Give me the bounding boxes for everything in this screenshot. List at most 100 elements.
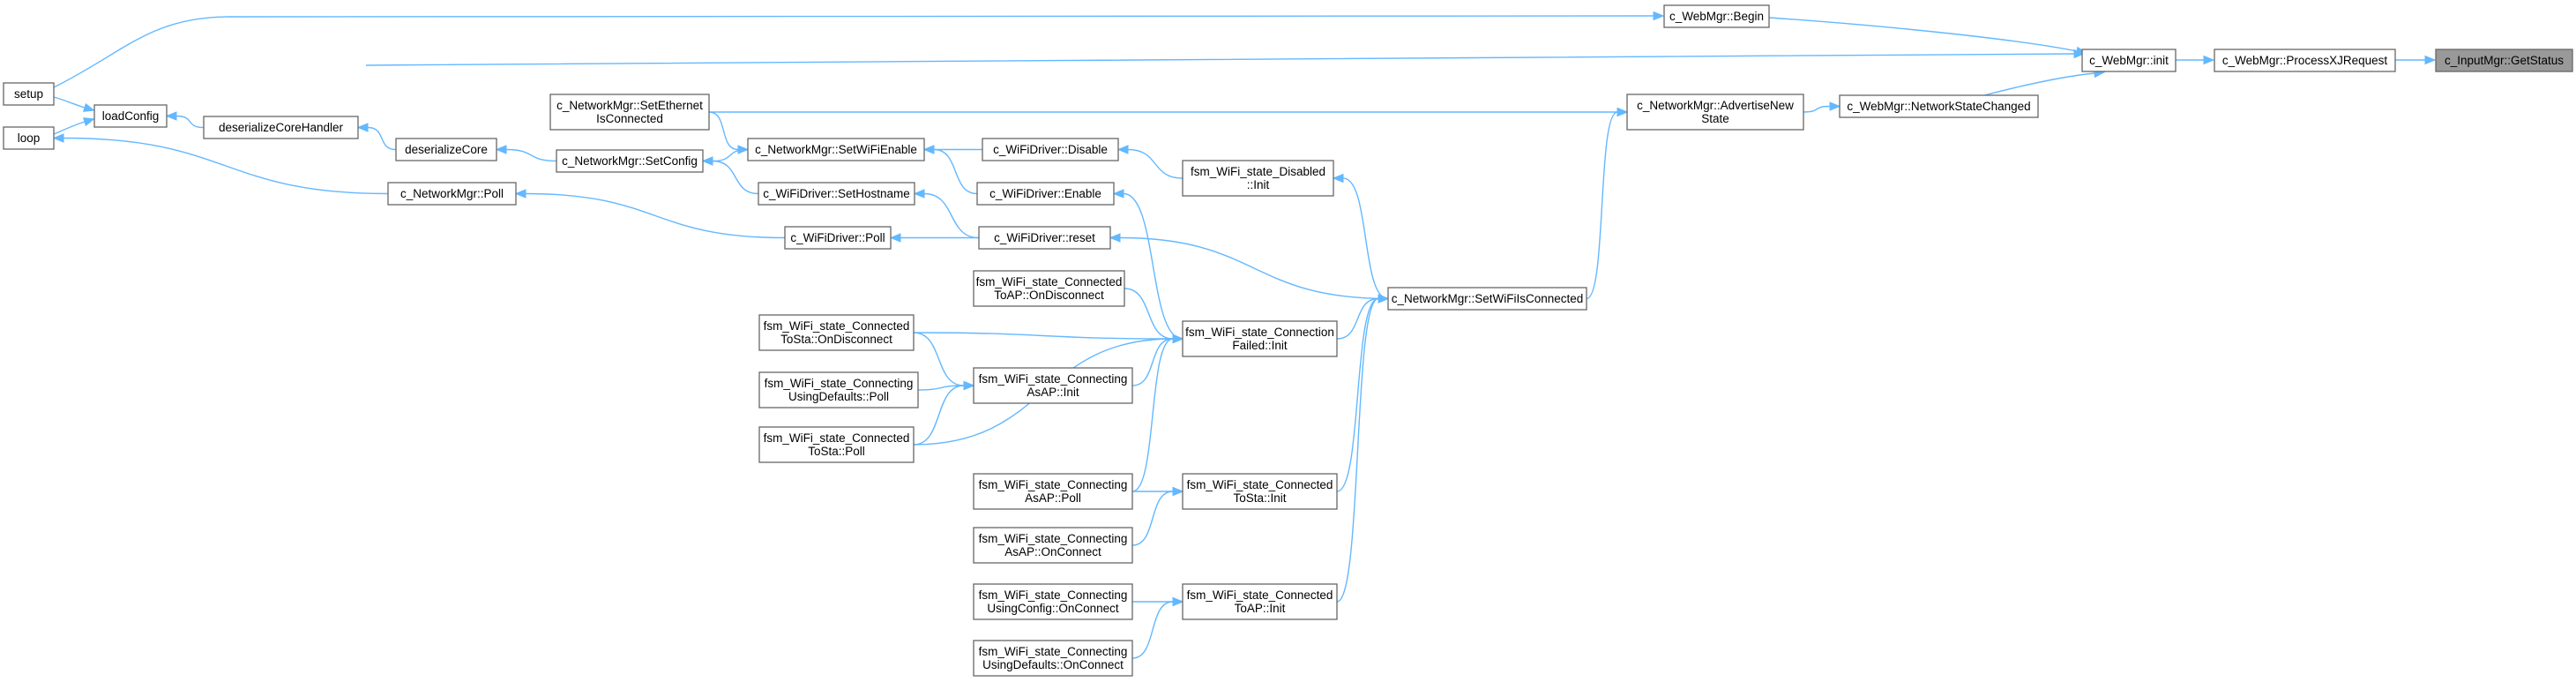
node-label: c_WiFiDriver::Enable (989, 187, 1101, 200)
node-setwifiisconnected[interactable]: c_NetworkMgr::SetWiFiIsConnected (1387, 287, 1587, 311)
node-wifidisable[interactable]: c_WiFiDriver::Disable (982, 138, 1119, 161)
node-label: c_NetworkMgr::Poll (400, 187, 504, 200)
node-label: ToSta::OnDisconnect (780, 333, 892, 346)
node-netpoll[interactable]: c_NetworkMgr::Poll (387, 182, 517, 206)
node-box (549, 94, 710, 131)
node-cuc-onconn[interactable]: fsm_WiFi_state_ConnectingUsingConfig::On… (973, 583, 1133, 620)
node-label: ToAP::Init (1235, 602, 1286, 615)
node-ctoap-ondisc[interactable]: fsm_WiFi_state_ConnectedToAP::OnDisconne… (973, 270, 1125, 307)
node-box (758, 426, 915, 463)
edge-setup-to-loadconfig (53, 96, 95, 112)
node-setwifienable[interactable]: c_NetworkMgr::SetWiFiEnable (747, 138, 925, 161)
edge-wifireset-to-sethostname (913, 189, 980, 239)
node-ctosta-ondisc[interactable]: fsm_WiFi_state_ConnectedToSta::OnDisconn… (758, 314, 915, 351)
node-label: deserializeCore (405, 143, 488, 156)
node-setup[interactable]: setup (3, 82, 55, 106)
node-box (1626, 94, 1804, 131)
node-box (203, 116, 359, 139)
node-processxj[interactable]: c_WebMgr::ProcessXJRequest (2214, 49, 2396, 72)
node-label: c_WiFiDriver::SetHostname (763, 187, 910, 200)
node-box (395, 138, 497, 161)
node-wifireset[interactable]: c_WiFiDriver::reset (978, 226, 1111, 250)
node-loadconfig[interactable]: loadConfig (93, 104, 168, 128)
node-label: ToAP::OnDisconnect (994, 289, 1104, 302)
node-label: c_WebMgr::ProcessXJRequest (2222, 54, 2388, 67)
node-getstatus[interactable]: c_InputMgr::GetStatus (2435, 49, 2573, 72)
node-label: fsm_WiFi_state_Connecting (979, 532, 1128, 545)
node-label: c_NetworkMgr::SetConfig (562, 154, 698, 168)
node-label: fsm_WiFi_state_Connecting (979, 645, 1128, 658)
node-label: c_WiFiDriver::reset (994, 231, 1095, 244)
node-label: c_NetworkMgr::SetWiFiEnable (755, 143, 917, 156)
node-setconfig[interactable]: c_NetworkMgr::SetConfig (556, 149, 704, 173)
node-label: UsingDefaults::Poll (788, 390, 889, 403)
edge-setethernet-to-setwifienable (708, 111, 750, 154)
node-label: fsm_WiFi_state_Disabled (1191, 165, 1325, 178)
edge-netstatechanged-to-webinit (1983, 68, 2106, 96)
edge-webbegin-to-webinit (1768, 17, 2088, 56)
node-cud-poll[interactable]: fsm_WiFi_state_ConnectingUsingDefaults::… (758, 371, 919, 408)
node-label: State (1701, 112, 1729, 125)
node-wifienable[interactable]: c_WiFiDriver::Enable (976, 182, 1115, 206)
node-box (973, 527, 1133, 564)
edge-ctosta_poll-to-casap_init (913, 380, 975, 446)
node-box (758, 182, 915, 206)
node-webbegin[interactable]: c_WebMgr::Begin (1663, 4, 1770, 28)
edge-netpoll-to-loop (52, 133, 389, 195)
node-webinit[interactable]: c_WebMgr::init (2081, 49, 2177, 72)
node-label: setup (14, 87, 43, 101)
node-disabledinit[interactable]: fsm_WiFi_state_Disabled::Init (1182, 160, 1334, 197)
node-box (973, 367, 1133, 404)
node-box (784, 226, 892, 250)
node-label: c_WebMgr::init (2089, 54, 2169, 67)
node-cud-onconn[interactable]: fsm_WiFi_state_ConnectingUsingDefaults::… (973, 640, 1133, 677)
node-label: c_NetworkMgr::AdvertiseNew (1637, 99, 1794, 112)
node-label: ToSta::Poll (808, 445, 865, 458)
edge-setwifiisconnected-to-advertise (1586, 107, 1629, 300)
node-label: fsm_WiFi_state_Connecting (979, 478, 1128, 491)
node-label: AsAP::Poll (1025, 491, 1081, 505)
node-box (747, 138, 925, 161)
node-label: c_WebMgr::NetworkStateChanged (1847, 100, 2030, 113)
edge-setconfig-to-desercore (495, 145, 557, 162)
node-deserhandler[interactable]: deserializeCoreHandler (203, 116, 359, 139)
node-label: fsm_WiFi_state_Connecting (765, 377, 914, 390)
node-desercore[interactable]: deserializeCore (395, 138, 497, 161)
edge-disabledinit-to-wifidisable (1116, 145, 1183, 179)
node-box (1182, 583, 1338, 620)
node-label: fsm_WiFi_state_Connected (1187, 588, 1333, 602)
node-box (973, 270, 1125, 307)
edge-ctosta_init-to-setwifiisconnected (1336, 294, 1390, 492)
node-box (1663, 4, 1770, 28)
node-label: Failed::Init (1232, 339, 1288, 352)
node-label: AsAP::OnConnect (1004, 545, 1101, 558)
node-loop[interactable]: loop (3, 126, 55, 150)
function-nodes: c_InputMgr::GetStatus c_WebMgr::ProcessXJ… (3, 4, 2573, 677)
node-label: ::Init (1247, 178, 1270, 191)
node-label: c_NetworkMgr::SetEthernet (556, 99, 703, 112)
node-label: c_WiFiDriver::Poll (790, 231, 885, 244)
node-box (758, 371, 919, 408)
node-label: loop (18, 131, 41, 145)
node-label: fsm_WiFi_state_Connection (1185, 326, 1334, 339)
node-sethostname[interactable]: c_WiFiDriver::SetHostname (758, 182, 915, 206)
node-label: AsAP::Init (1027, 386, 1079, 399)
node-label: c_InputMgr::GetStatus (2445, 54, 2564, 67)
node-label: deserializeCoreHandler (219, 121, 344, 134)
node-box (1839, 94, 2039, 118)
node-box (973, 473, 1133, 510)
node-netstatechanged[interactable]: c_WebMgr::NetworkStateChanged (1839, 94, 2039, 118)
node-wifipoll[interactable]: c_WiFiDriver::Poll (784, 226, 892, 250)
node-box (2081, 49, 2177, 72)
edge-setwifiisconnected-to-disabledinit (1332, 173, 1389, 300)
node-box (758, 314, 915, 351)
